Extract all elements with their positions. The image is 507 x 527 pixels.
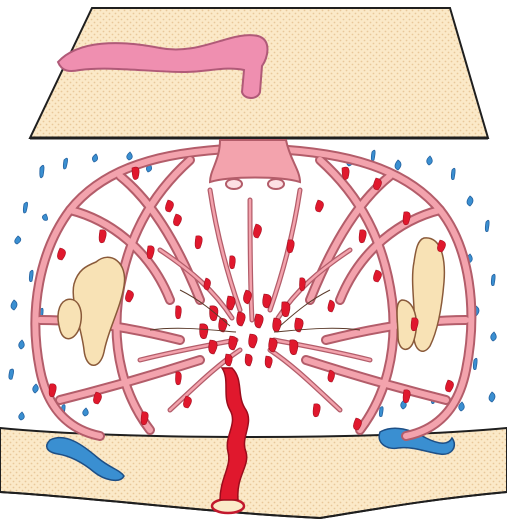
vessel-junction xyxy=(210,140,300,189)
spiral-artery-opening xyxy=(212,499,244,513)
